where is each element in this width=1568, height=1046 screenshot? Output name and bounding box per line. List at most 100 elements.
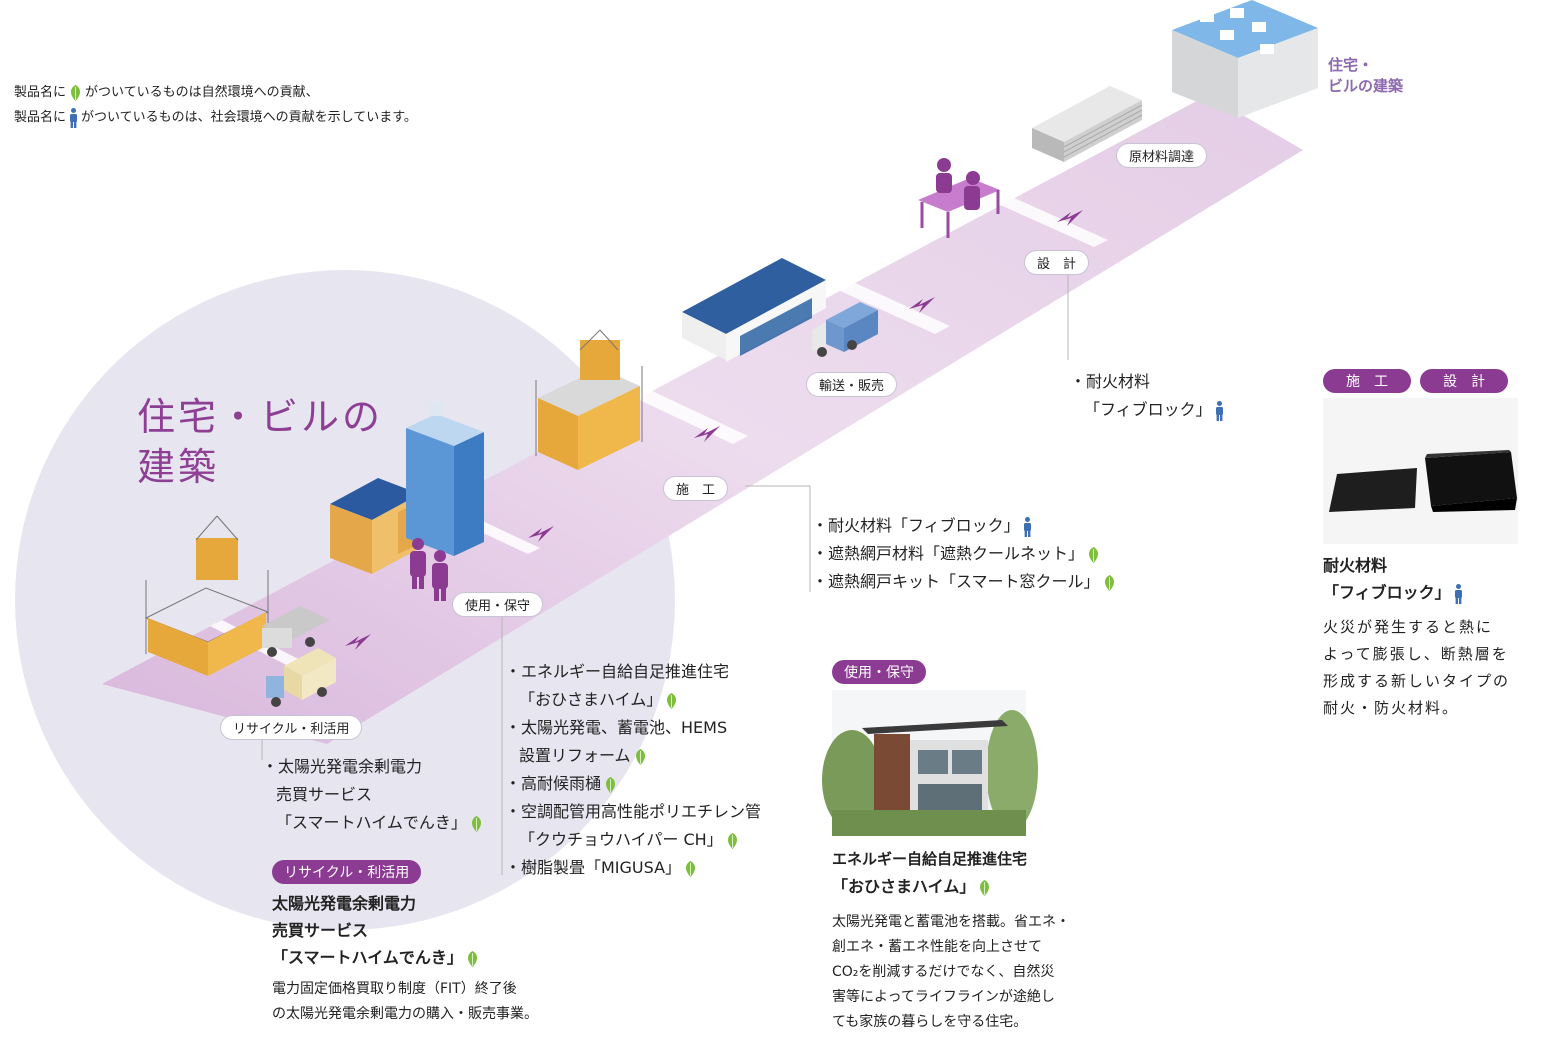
card-title-line: 「スマートハイムでんき」 (272, 944, 538, 971)
list-item: 「スマートハイムでんき」 (262, 809, 486, 837)
person-icon (1454, 584, 1463, 604)
residents-icon (410, 538, 448, 601)
product-name: 「おひさまハイム」 (832, 877, 976, 896)
design-product-list: ・耐火材料 「フィブロック」 (1070, 368, 1227, 424)
design-meeting-icon (918, 158, 1000, 238)
recycle-site-icon (144, 515, 270, 676)
desc-line: 火災が発生すると熱に (1323, 618, 1494, 636)
top-building-icon (1172, 0, 1318, 118)
main-title-line1: 住宅・ビルの (137, 395, 384, 439)
desc-line: の太陽光発電余剰電力の購入・販売事業。 (272, 1006, 538, 1022)
legend-row-social: 製品名に がついているものは、社会環境への貢献を示しています。 (14, 105, 417, 130)
fire-card: 耐火材料 「フィブロック」 火災が発生すると熱に よって膨張し、断熱層を 形成す… (1323, 552, 1510, 722)
desc-line: 創エネ・蓄エネ性能を向上させて (832, 939, 1042, 955)
use-card-tag-wrap: 使用・保守 (832, 660, 926, 684)
leaf-icon (726, 833, 739, 849)
office-tower-icon (406, 402, 484, 556)
desc-line: よって膨張し、断熱層を (1323, 645, 1509, 663)
top-title-line1: 住宅・ (1328, 56, 1374, 74)
fire-card-tags: 施 工 設 計 (1323, 369, 1509, 393)
recycle-card: リサイクル・利活用 太陽光発電余剰電力 売買サービス 「スマートハイムでんき」 … (272, 860, 538, 1027)
product-name: 「おひさまハイム」 (519, 690, 663, 709)
list-item: ・太陽光発電、蓄電池、HEMS (505, 718, 728, 737)
list-item: 「クウチョウハイパー CH」 (505, 826, 761, 854)
product-name: 「フィブロック」 (1323, 583, 1451, 602)
leaf-icon (1087, 547, 1100, 563)
main-title: 住宅・ビルの 建築 (137, 392, 383, 492)
product-name: ・樹脂製畳「MIGUSA」 (505, 858, 682, 877)
top-title-line2: ビルの建築 (1328, 77, 1404, 95)
legend-prefix: 製品名に (14, 85, 67, 100)
legend-row-nature: 製品名に がついているものは自然環境への貢献、 (14, 80, 417, 105)
desc-line: 害等によってライフラインが途絶し (832, 989, 1055, 1005)
person-icon (1215, 401, 1224, 421)
legend-prefix: 製品名に (14, 110, 67, 125)
raw-material-icon (1032, 86, 1143, 162)
person-icon (69, 108, 78, 128)
list-item: ・遮熱網戸キット「スマート窓クール」 (812, 568, 1119, 596)
use-product-list: ・エネルギー自給自足推進住宅 「おひさまハイム」 ・太陽光発電、蓄電池、HEMS… (505, 658, 761, 882)
card-title-line: 「フィブロック」 (1323, 579, 1510, 606)
list-item: ・高耐候雨樋 (505, 770, 761, 798)
product-name: ・遮熱網戸材料「遮熱クールネット」 (812, 544, 1085, 563)
list-item: ・遮熱網戸材料「遮熱クールネット」 (812, 540, 1119, 568)
card-title-line: 太陽光発電余剰電力 (272, 894, 417, 913)
stage-use: 使用・保守 (452, 592, 544, 617)
list-item: ・樹脂製畳「MIGUSA」 (505, 854, 761, 882)
product-name: 「スマートハイムでんき」 (276, 813, 467, 832)
stage-recycle: リサイクル・利活用 (220, 715, 363, 740)
product-name: ・遮熱網戸キット「スマート窓クール」 (812, 572, 1100, 591)
card-tag: 使用・保守 (832, 660, 926, 684)
delivery-truck-icon (812, 302, 878, 357)
card-title-line: 売買サービス (272, 921, 369, 940)
recycle-product-list: ・太陽光発電余剰電力 売買サービス 「スマートハイムでんき」 (262, 753, 486, 837)
desc-line: 形成する新しいタイプの (1323, 672, 1511, 690)
product-name: 設置リフォーム (519, 746, 631, 765)
leaf-icon (634, 749, 647, 765)
product-name: ・高耐候雨樋 (505, 774, 602, 793)
card-description: 火災が発生すると熱に よって膨張し、断熱層を 形成する新しいタイプの 耐火・防火… (1323, 614, 1510, 722)
card-description: 電力固定価格買取り制度（FIT）終了後 の太陽光発電余剰電力の購入・販売事業。 (272, 977, 538, 1027)
desc-line: 電力固定価格買取り制度（FIT）終了後 (272, 981, 517, 997)
card-tag: 設 計 (1420, 369, 1509, 393)
construction-site-icon (535, 329, 643, 470)
desc-line: 太陽光発電と蓄電池を搭載。省エネ・ (832, 914, 1070, 930)
product-name: 「クウチョウハイパー CH」 (519, 830, 723, 849)
legend-text: がついているものは、社会環境への貢献を示しています。 (81, 110, 417, 125)
main-title-line2: 建築 (137, 445, 220, 489)
card-title-line: エネルギー自給自足推進住宅 (832, 850, 1028, 868)
product-name: 「スマートハイムでんき」 (272, 948, 463, 967)
house-photo (822, 690, 1038, 836)
store-building-icon (682, 258, 826, 362)
card-description: 太陽光発電と蓄電池を搭載。省エネ・ 創エネ・蓄エネ性能を向上させて CO₂を削減… (832, 910, 1070, 1035)
dump-truck-icon (262, 606, 330, 657)
leaf-icon (665, 693, 678, 709)
card-title: 太陽光発電余剰電力 売買サービス 「スマートハイムでんき」 (272, 890, 538, 971)
card-title-line: 「おひさまハイム」 (832, 873, 1070, 900)
leaf-icon (684, 861, 697, 877)
stage-construct: 施 工 (663, 476, 729, 501)
leaf-icon (978, 880, 991, 896)
list-item: ・耐火材料「フィブロック」 (812, 512, 1119, 540)
product-name: ・耐火材料「フィブロック」 (812, 516, 1020, 535)
leaf-icon (604, 777, 617, 793)
leaf-icon (1103, 575, 1116, 591)
list-item: ・空調配管用高性能ポリエチレン管 (505, 802, 762, 821)
desc-line: ても家族の暮らしを守る住宅。 (832, 1014, 1028, 1030)
product-name: 「フィブロック」 (1084, 400, 1212, 419)
card-title: エネルギー自給自足推進住宅 「おひさまハイム」 (832, 846, 1070, 900)
stage-transport: 輸送・販売 (806, 372, 898, 397)
leaf-icon (69, 85, 82, 101)
stage-raw-material: 原材料調達 (1116, 143, 1208, 168)
leaf-icon (470, 816, 483, 832)
top-title: 住宅・ ビルの建築 (1328, 55, 1403, 97)
legend-text: がついているものは自然環境への貢献、 (85, 85, 319, 100)
list-item: ・耐火材料 (1070, 372, 1151, 391)
construct-product-list: ・耐火材料「フィブロック」 ・遮熱網戸材料「遮熱クールネット」 ・遮熱網戸キット… (812, 512, 1119, 596)
card-tag: リサイクル・利活用 (272, 860, 422, 884)
fire-material-photo (1323, 398, 1518, 544)
list-item: 「フィブロック」 (1070, 396, 1227, 424)
person-icon (1023, 517, 1032, 537)
list-item: ・エネルギー自給自足推進住宅 (505, 662, 730, 681)
